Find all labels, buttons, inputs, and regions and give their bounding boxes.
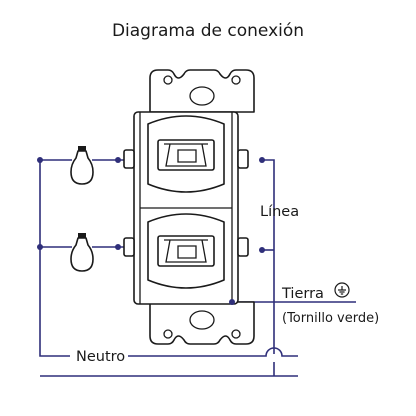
light-bulb-icon [70,146,94,185]
line-label: Línea [260,204,299,220]
terminal-dot [115,244,121,250]
terminal-dot [37,157,43,163]
top-toggle-lever[interactable] [157,139,215,171]
green-screw-label: (Tornillo verde) [282,311,379,326]
left-bus-wire [39,160,70,357]
bottom-screw-hole [189,310,215,330]
terminal-dot [115,157,121,163]
terminal-tab-top-left [123,149,135,169]
terminal-dots [37,157,265,305]
top-toggle-detail [164,143,208,167]
ground-label: Tierra [281,286,324,302]
top-strap-hole-right [231,75,241,85]
bottom-mounting-strap [149,301,255,345]
diagram-title: Diagrama de conexión [112,21,304,41]
terminal-tab-top-right [237,149,249,169]
neutral-label: Neutro [76,349,125,365]
bottom-strap-hole-right [231,329,241,339]
wires [39,159,356,377]
terminal-dot [229,299,235,305]
terminal-dot [37,244,43,250]
double-switch-device [123,69,255,345]
top-strap-hole-left [163,75,173,85]
terminal-dot [259,247,265,253]
top-mounting-strap [149,69,255,113]
bottom-toggle-detail [164,239,208,263]
terminal-tab-bottom-left [123,237,135,257]
terminal-tab-bottom-right [237,237,249,257]
terminal-dot [259,157,265,163]
neutral-wire [128,347,298,357]
ground-symbol-icon [334,282,350,298]
bottom-strap-hole-left [163,329,173,339]
light-bulb-icon [70,233,94,272]
line-bus-wire [262,159,275,354]
top-screw-hole [189,86,215,106]
bottom-toggle-lever[interactable] [157,235,215,267]
